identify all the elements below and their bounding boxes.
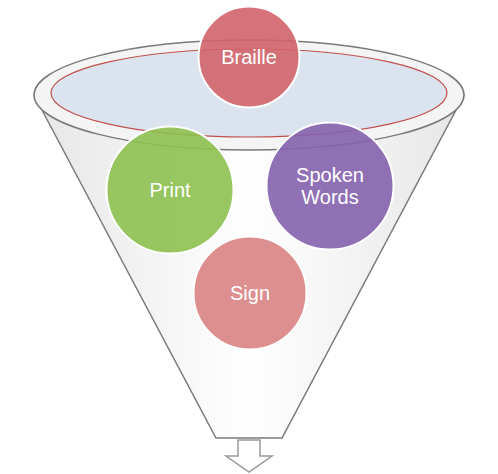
input-circle: Braille [197, 5, 301, 109]
circle-label: Sign [207, 282, 294, 304]
down-arrow [226, 440, 272, 472]
circle-label: Print [121, 179, 219, 201]
input-circle: Sign [192, 235, 308, 351]
circle-label: Spoken Words [281, 164, 379, 208]
input-circle: Spoken Words [265, 121, 395, 251]
input-circle: Print [105, 125, 235, 255]
circle-label: Braille [210, 46, 288, 68]
